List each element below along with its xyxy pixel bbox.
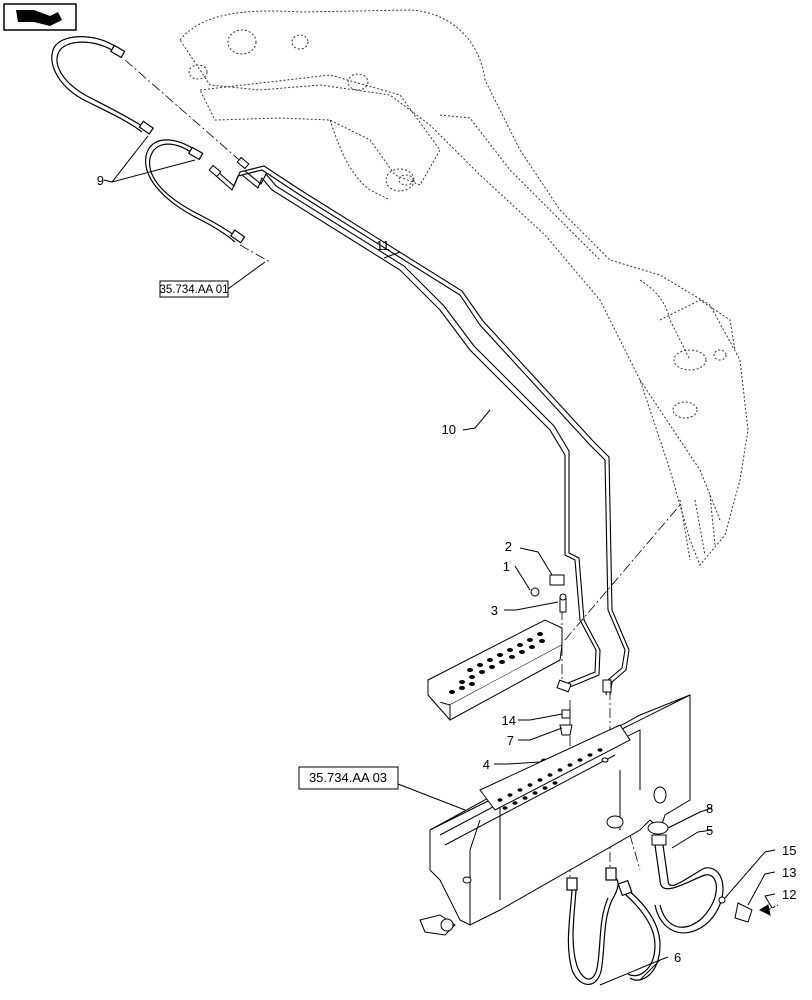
- steel-line-11: [214, 165, 630, 696]
- ref-tag-upper[interactable]: 35.734.AA 01: [159, 261, 266, 298]
- callout-1: 1: [503, 559, 510, 574]
- ref-tag-lower[interactable]: 35.734.AA 03: [298, 766, 466, 811]
- step-plate: [427, 619, 563, 721]
- ref-tag-upper-label: 35.734.AA 01: [159, 284, 228, 296]
- hose-upper: [51, 36, 155, 135]
- arrow-book-icon: [16, 10, 62, 26]
- step-holes: [449, 632, 545, 694]
- right-fasteners: [718, 896, 779, 923]
- callout-2: 2: [505, 539, 512, 554]
- callout-4: 4: [483, 757, 490, 772]
- callouts: 9 11 10 2 1 3 14 7 4 8 5 6 15 13 12: [97, 173, 797, 965]
- callout-5: 5: [706, 823, 713, 838]
- callout-12: 12: [782, 887, 796, 902]
- nav-pictograph[interactable]: [3, 3, 77, 31]
- callout-8: 8: [706, 801, 713, 816]
- callout-3: 3: [491, 603, 498, 618]
- callout-7: 7: [507, 733, 514, 748]
- ref-tag-lower-label: 35.734.AA 03: [309, 770, 387, 785]
- callout-9: 9: [97, 173, 104, 188]
- callout-11: 11: [376, 238, 390, 253]
- hose-5: [647, 821, 724, 934]
- leader-lines: [103, 135, 776, 986]
- callout-13: 13: [782, 865, 796, 880]
- clamp-assembly: [530, 574, 567, 613]
- steel-line-10: [241, 170, 601, 688]
- callout-6: 6: [674, 950, 681, 965]
- frame-holes: [497, 748, 603, 810]
- coupler-frame: [419, 694, 691, 936]
- hose-6: [566, 867, 661, 985]
- hose-lower: [145, 139, 246, 244]
- callout-15: 15: [782, 843, 796, 858]
- callout-10: 10: [442, 422, 456, 437]
- loader-arm: [179, 9, 749, 566]
- line-fittings: [208, 156, 612, 693]
- callout-14: 14: [502, 713, 516, 728]
